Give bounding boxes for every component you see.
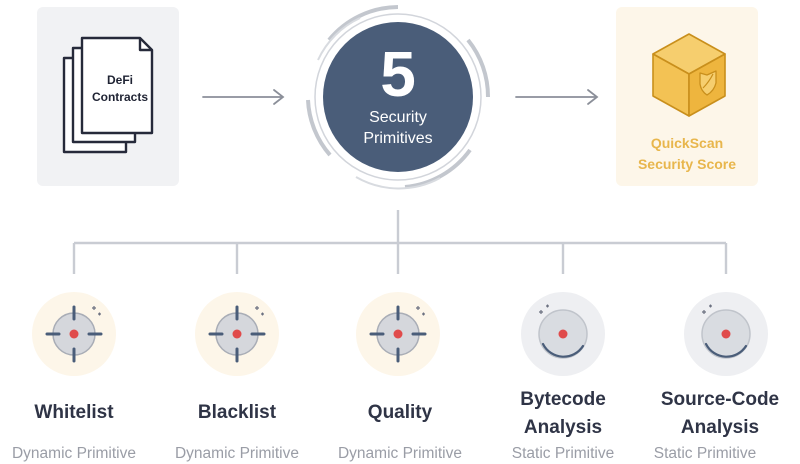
crosshair-icon bbox=[195, 292, 279, 376]
primitive-type-whitelist: Dynamic Primitive bbox=[11, 445, 136, 462]
primitive-count: 5 bbox=[380, 38, 416, 110]
contracts-label-line1: DeFi bbox=[106, 73, 133, 87]
center-label-line2: Primitives bbox=[363, 130, 433, 147]
contracts-label: DeFi Contracts bbox=[88, 72, 152, 106]
primitive-type-blacklist: Dynamic Primitive bbox=[174, 445, 299, 462]
primitive-title-whitelist: Whitelist bbox=[34, 402, 114, 423]
cube-shield-icon bbox=[652, 33, 726, 117]
arrow-left-to-center bbox=[202, 89, 285, 105]
primitive-title-quality: Quality bbox=[367, 402, 433, 423]
primitive-type-quality: Dynamic Primitive bbox=[337, 445, 462, 462]
center-label: Security Primitives bbox=[323, 107, 473, 149]
documents-icon bbox=[62, 36, 154, 154]
connector-tree bbox=[72, 210, 728, 274]
score-label: QuickScan Security Score bbox=[616, 133, 758, 175]
primitive-title-source-code: Source-Code Analysis bbox=[640, 386, 800, 442]
primitive-title-bytecode-line1: Bytecode bbox=[520, 389, 606, 410]
security-primitives-badge bbox=[306, 5, 491, 190]
lens-icon bbox=[521, 292, 605, 376]
primitive-type-source-code: Static Primitive bbox=[653, 445, 757, 462]
score-label-line1: QuickScan bbox=[650, 135, 724, 151]
crosshair-icon bbox=[356, 292, 440, 376]
arrow-center-to-right bbox=[515, 89, 599, 105]
score-label-line2: Security Score bbox=[637, 156, 737, 172]
primitive-title-bytecode: Bytecode Analysis bbox=[483, 386, 643, 442]
primitive-title-source-code-line2: Analysis bbox=[680, 417, 760, 438]
contracts-label-line2: Contracts bbox=[91, 90, 148, 104]
primitive-type-bytecode: Static Primitive bbox=[511, 445, 615, 462]
lens-icon bbox=[684, 292, 768, 376]
primitive-title-blacklist: Blacklist bbox=[197, 402, 277, 423]
crosshair-icon bbox=[32, 292, 116, 376]
center-label-line1: Security bbox=[369, 109, 427, 126]
primitive-title-bytecode-line2: Analysis bbox=[523, 417, 603, 438]
primitive-title-source-code-line1: Source-Code bbox=[660, 389, 780, 410]
